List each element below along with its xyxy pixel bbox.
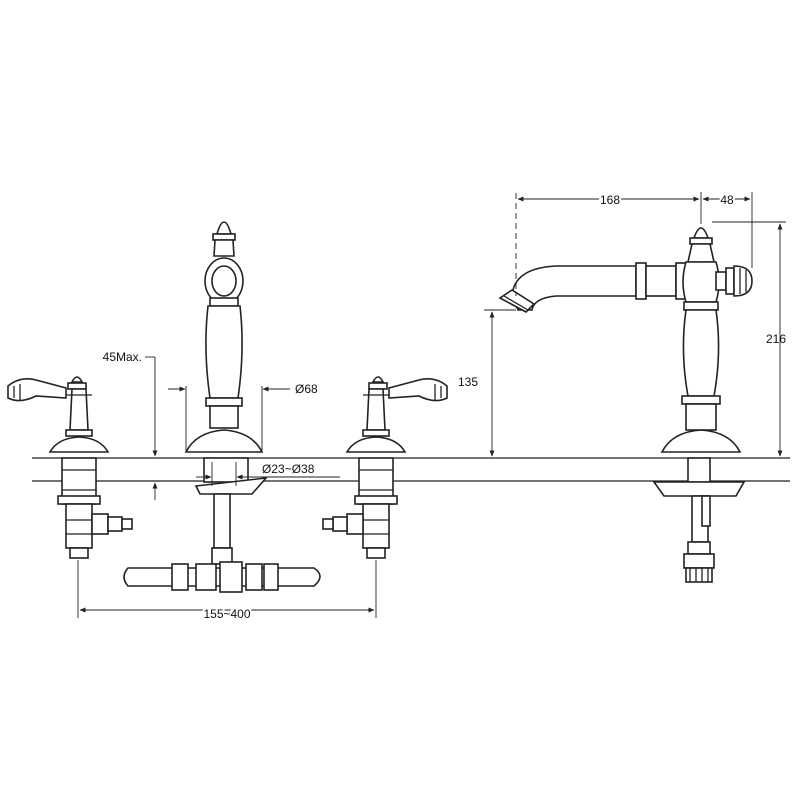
dim-total-height [712, 221, 786, 457]
right-handle-valve [322, 376, 448, 559]
label-45max: 45Max. [103, 350, 142, 364]
countertop-deck [32, 457, 790, 482]
dim-spout-height [484, 309, 516, 457]
label-handle-offset: 48 [720, 193, 734, 207]
dim-hole-diameter [196, 462, 340, 486]
left-handle-valve [7, 376, 133, 559]
label-hole-diameter: Ø23~Ø38 [262, 462, 315, 476]
label-center-spread: 155~400 [203, 607, 250, 621]
dim-center-spread [77, 560, 377, 618]
label-total-height: 216 [766, 332, 786, 346]
dim-spout-reach [515, 192, 753, 296]
supply-pipe [123, 561, 321, 593]
dim-45max [145, 356, 158, 500]
label-spout-height: 135 [458, 375, 478, 389]
label-body-diameter: Ø68 [295, 382, 318, 396]
center-body [184, 221, 268, 565]
dim-body-diameter [168, 386, 290, 452]
spout-side-view [498, 227, 753, 583]
label-spout-reach: 168 [600, 193, 620, 207]
